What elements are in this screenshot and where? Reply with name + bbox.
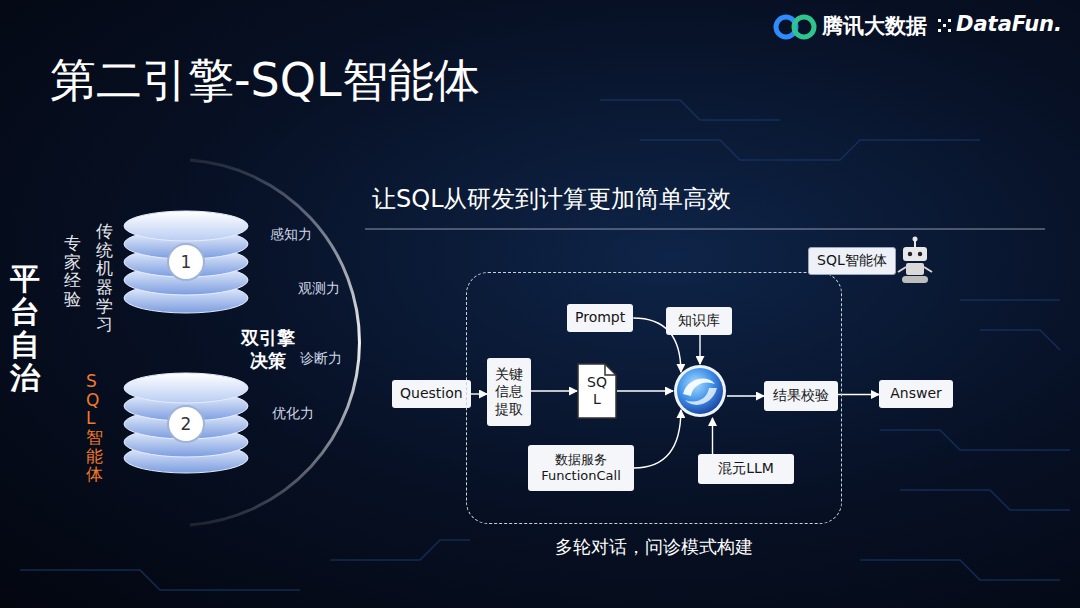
robot-body <box>906 263 924 275</box>
robot-head <box>903 247 927 261</box>
circuit-line <box>20 570 300 590</box>
circuit-line <box>600 100 780 120</box>
node-text: 数据服务 FunctionCall <box>541 452 621 485</box>
slide-title: 第二引擎-SQL智能体 <box>50 50 480 112</box>
robot-arm <box>898 267 906 272</box>
disc-layer <box>124 373 248 403</box>
engine-label: 双引擎 决策 <box>236 326 300 373</box>
circuit-line <box>330 540 470 560</box>
logo-dot <box>938 29 941 32</box>
flow-arrow <box>531 390 577 391</box>
robot-icon <box>898 237 932 284</box>
callout-number: 1 <box>167 243 205 281</box>
disc-stack <box>124 373 248 473</box>
capability-label: 感知力 <box>270 226 312 244</box>
process-box: 关键 信息 提取 <box>487 358 531 426</box>
agent-tag: SQL智能体 <box>808 247 896 275</box>
document-fold <box>605 364 616 375</box>
brand-name: DataFun. <box>956 12 1062 36</box>
flow-arrow <box>727 395 764 396</box>
logo-dot <box>948 29 951 32</box>
flow-arrow <box>617 390 673 391</box>
process-box: 数据服务 FunctionCall <box>528 445 634 491</box>
flow-arrow <box>712 418 713 454</box>
process-box: 混元LLM <box>698 454 794 484</box>
input-box: Question <box>392 380 471 408</box>
llm-hub <box>673 364 727 418</box>
node-text: SQ L <box>587 374 607 408</box>
capability-label: 观测力 <box>298 280 340 298</box>
robot-eye <box>908 252 912 256</box>
process-box: 结果校验 <box>764 381 838 411</box>
disc-layer <box>124 211 248 241</box>
robot-arm <box>924 267 932 272</box>
subtitle: 让SQL从研发到计算更加简单高效 <box>372 183 732 215</box>
circuit-line <box>640 140 980 160</box>
divider-line <box>365 229 1045 230</box>
vertical-label: SQL智能体 <box>86 372 103 484</box>
logo-ring <box>794 17 814 37</box>
node-text: 关键 信息 提取 <box>495 366 523 419</box>
llm-logo <box>673 364 727 418</box>
node-text: SQL智能体 <box>817 252 887 270</box>
sql-document: SQ L <box>577 363 617 419</box>
brand-name: 腾讯大数据 <box>822 12 927 40</box>
disc-stack <box>124 211 248 313</box>
node-text: 2 <box>181 414 192 434</box>
side-heading: 平台自治 <box>10 262 40 394</box>
document-outline <box>578 364 616 418</box>
robot-track <box>902 276 928 283</box>
logo-dots <box>938 19 951 32</box>
circuit-line <box>960 299 1060 301</box>
node-text: 混元LLM <box>718 460 774 478</box>
circuit-line <box>860 560 1060 580</box>
node-text: Answer <box>890 385 942 403</box>
logo-core <box>677 368 723 414</box>
node-text: Prompt <box>575 309 625 327</box>
circuit-lines <box>20 100 1070 590</box>
vertical-label: 专家经验 <box>64 234 81 309</box>
callout-number: 2 <box>167 405 205 443</box>
logo-swirl <box>685 388 717 405</box>
dialog-region: 多轮对话，问诊模式构建关键 信息 提取SQ LPrompt知识库数据服务 Fun… <box>466 272 842 524</box>
region-caption: 多轮对话，问诊模式构建 <box>467 535 841 559</box>
process-box: Prompt <box>567 304 633 332</box>
circuit-line <box>980 330 1060 350</box>
flow-arrow <box>634 410 681 468</box>
node-text: 结果校验 <box>773 387 829 405</box>
logo-dot <box>938 19 941 22</box>
flow-arrow <box>838 394 879 395</box>
flow-arrow <box>699 335 700 364</box>
logo-dot <box>943 24 946 27</box>
output-box: Answer <box>879 380 953 408</box>
node-text: 知识库 <box>678 312 720 330</box>
node-text: Question <box>400 385 463 403</box>
robot-eye <box>918 252 922 256</box>
capability-label: 诊断力 <box>300 350 342 368</box>
process-box: 知识库 <box>666 307 732 335</box>
robot-antenna-tip <box>913 237 918 242</box>
capability-label: 优化力 <box>272 405 314 423</box>
logo-dot <box>948 19 951 22</box>
flow-arrow <box>471 393 487 394</box>
logo-ring <box>674 365 726 417</box>
node-text: 1 <box>181 252 192 272</box>
circuit-line <box>880 430 1070 450</box>
vertical-label: 传统机器学习 <box>96 222 113 334</box>
circuit-line <box>900 490 1070 510</box>
